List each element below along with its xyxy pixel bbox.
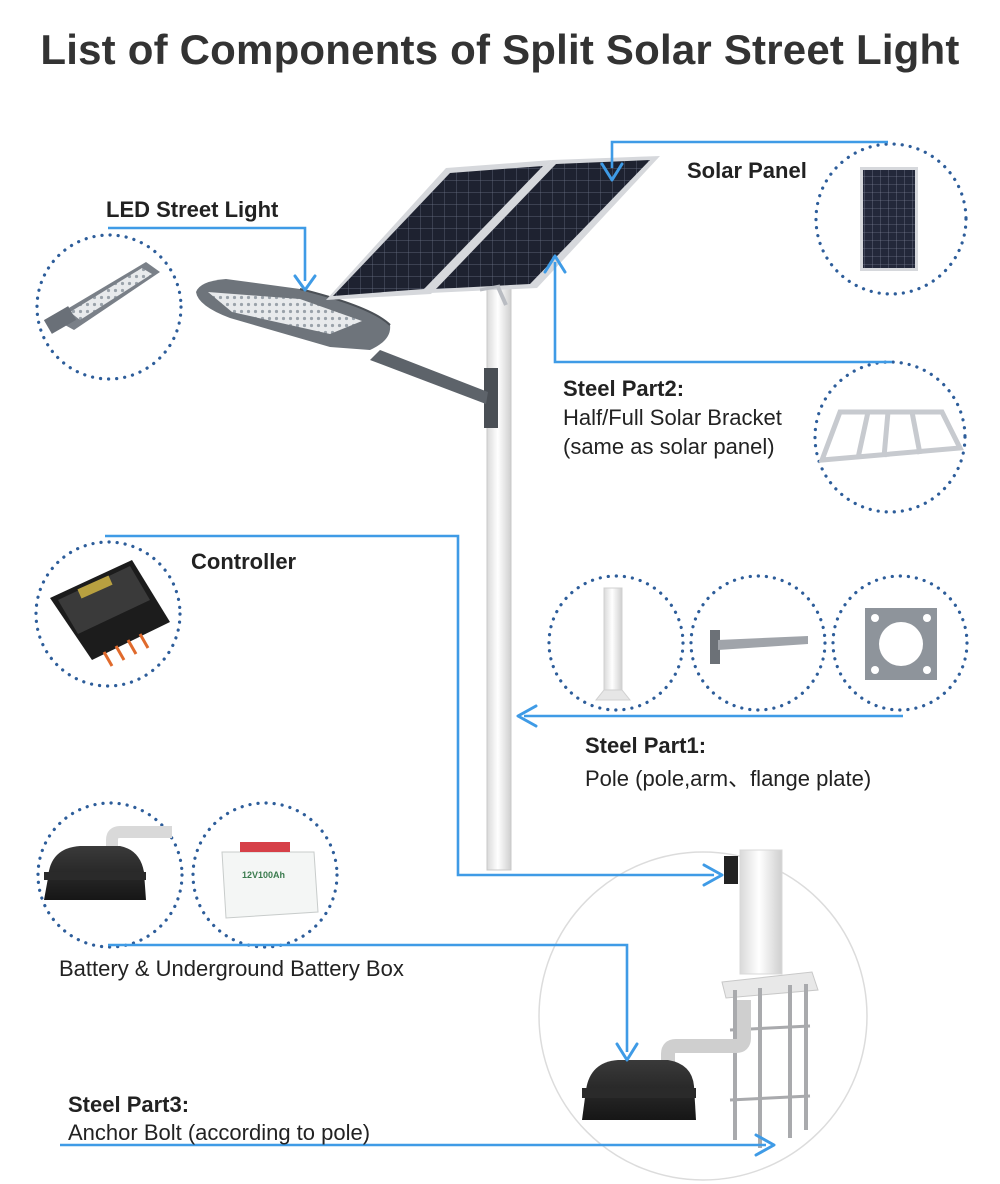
steel-part2-title: Steel Part2:	[563, 376, 685, 401]
steel-part3-line1: Anchor Bolt (according to pole)	[68, 1120, 371, 1145]
flange-plate-detail-circle	[831, 574, 969, 712]
solar-panel-detail-circle	[814, 142, 968, 296]
bracket-arrow	[553, 262, 892, 364]
steel-part2-line2: (same as solar panel)	[563, 434, 775, 459]
pole-detail-circle	[547, 574, 685, 712]
battery-thumbnail: 12V100Ah	[221, 842, 319, 919]
controller-thumbnail	[50, 560, 170, 667]
solar-panel-arrow	[610, 140, 888, 168]
bracket-arrowhead	[543, 254, 567, 274]
anchor-bolt-arrowhead	[754, 1133, 776, 1157]
main-pole	[484, 286, 512, 871]
foundation-battery-box	[582, 1060, 696, 1120]
pole-arrowhead	[516, 704, 538, 728]
battery-marking: 12V100Ah	[242, 870, 285, 880]
steel-part1-title: Steel Part1:	[585, 733, 707, 758]
bracket-detail-circle	[813, 360, 967, 514]
arm-thumbnail	[710, 630, 808, 664]
solar-panel-label: Solar Panel	[687, 158, 807, 183]
battery-box-thumbnail	[44, 826, 172, 900]
steel-part2-line1: Half/Full Solar Bracket	[563, 405, 782, 430]
led-light-thumbnail	[43, 262, 160, 334]
led-light-arrowhead	[293, 274, 317, 292]
foundation-detail-circle	[538, 851, 868, 1181]
lamp-arm	[370, 350, 488, 404]
battery-box-detail-circle	[36, 801, 184, 949]
led-light-detail-circle	[35, 233, 183, 381]
foundation-conduit	[661, 1000, 751, 1070]
steel-part3-title: Steel Part3:	[68, 1092, 190, 1117]
solar-panel-on-pole	[326, 156, 660, 306]
led-light-arrow	[108, 226, 307, 281]
solar-panel-thumbnail	[860, 167, 918, 271]
controller-label: Controller	[191, 549, 297, 574]
page-title: List of Components of Split Solar Street…	[40, 26, 960, 73]
battery-arrow	[108, 943, 629, 1052]
bracket-thumbnail	[818, 409, 964, 463]
battery-label: Battery & Underground Battery Box	[59, 956, 404, 981]
pole-base-thumbnail	[594, 587, 632, 701]
controller-arrow	[105, 534, 714, 877]
solar-panel-arrowhead	[600, 162, 624, 182]
flange-plate-thumbnail	[865, 608, 937, 680]
foundation-pole-base	[721, 849, 819, 1148]
battery-arrowhead	[615, 1042, 639, 1062]
led-street-light-head	[196, 279, 391, 350]
arm-detail-circle	[689, 574, 827, 712]
steel-part1-line1: Pole (pole,arm、flange plate)	[585, 766, 872, 791]
led-street-light-label: LED Street Light	[106, 197, 279, 222]
battery-detail-circle	[191, 801, 339, 949]
controller-arrowhead	[702, 863, 724, 887]
controller-detail-circle	[34, 540, 182, 688]
